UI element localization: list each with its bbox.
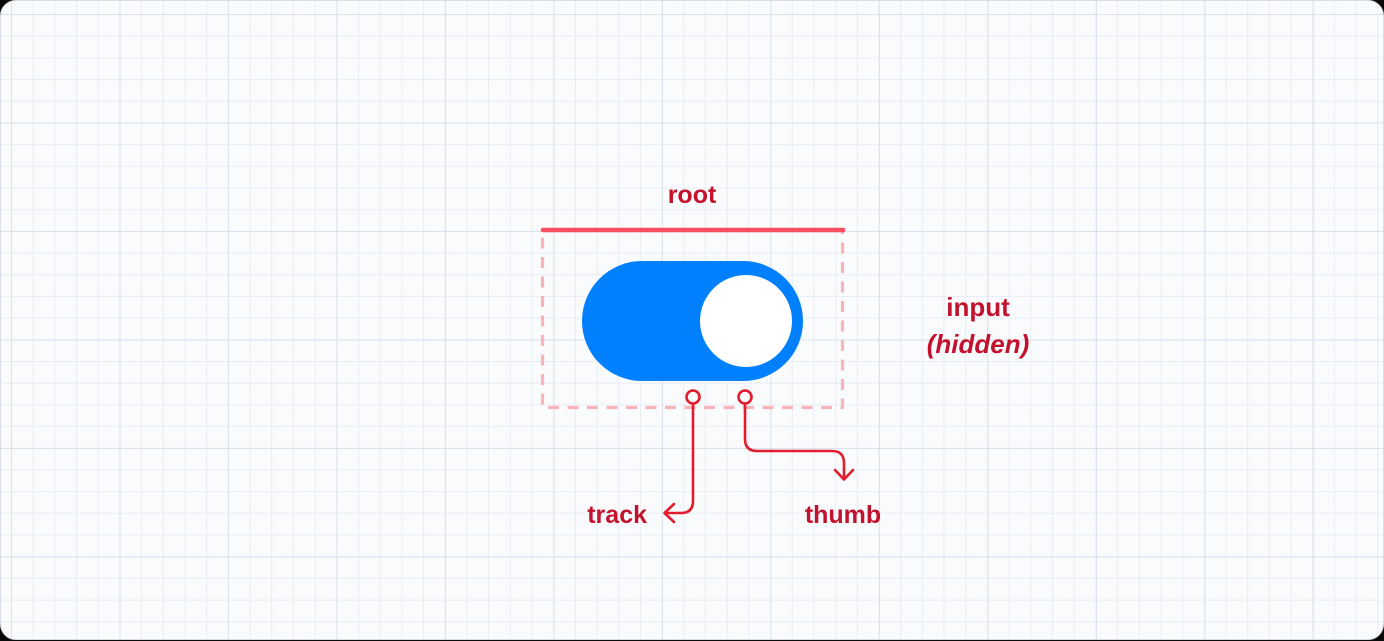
track-label: track <box>587 501 647 529</box>
thumb-connector-dot <box>737 389 753 405</box>
input-annotation: input (hidden) <box>853 289 1103 363</box>
root-label: root <box>667 181 717 209</box>
track-connector-line <box>665 402 695 515</box>
switch-thumb[interactable] <box>700 275 792 367</box>
track-arrowhead-icon <box>663 502 676 524</box>
switch-root[interactable] <box>582 261 803 381</box>
thumb-label: thumb <box>804 501 882 529</box>
input-hidden-note: (hidden) <box>926 329 1030 359</box>
track-connector-dot <box>685 389 701 405</box>
thumb-connector-line <box>743 402 846 479</box>
input-label: input <box>946 292 1010 322</box>
thumb-arrowhead-icon <box>833 468 855 481</box>
